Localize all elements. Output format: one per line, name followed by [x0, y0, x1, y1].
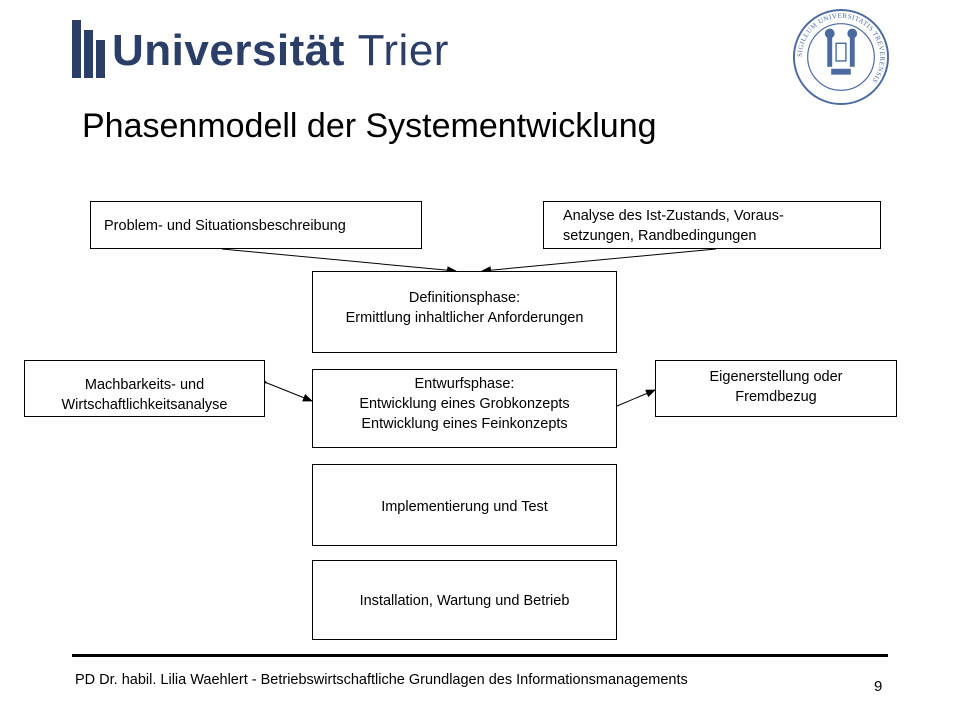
logo-text-bold: Universität	[112, 26, 345, 75]
footer-divider	[72, 654, 888, 657]
box-machbarkeit: Machbarkeits- und Wirtschaftlichkeitsana…	[24, 360, 265, 417]
box-analyse: Analyse des Ist-Zustands, Voraus- setzun…	[543, 201, 881, 249]
page-title: Phasenmodell der Systementwicklung	[82, 107, 657, 145]
logo-text: Universität Trier	[112, 26, 449, 76]
arrow-analyse-to-definition	[481, 248, 717, 275]
definition-line-2: Ermittlung inhaltlicher Anforderungen	[345, 310, 584, 326]
eigen-line-1: Eigenerstellung oder	[709, 369, 843, 385]
box-definitionsphase: Definitionsphase: Ermittlung inhaltliche…	[312, 271, 617, 353]
box-entwurfsphase: Entwurfsphase: Entwicklung eines Grobkon…	[312, 369, 617, 448]
arrow-machbarkeit-entwurf	[257, 375, 313, 402]
box-eigenerstellung: Eigenerstellung oder Fremdbezug	[655, 360, 897, 417]
analyse-line-1: Analyse des Ist-Zustands, Voraus-	[563, 208, 784, 224]
analyse-line-2: setzungen, Randbedingungen	[563, 228, 757, 244]
entwurf-line-1: Entwurfsphase:	[414, 376, 515, 392]
arrow-problem-to-definition	[221, 248, 457, 275]
problem-label: Problem- und Situationsbeschreibung	[104, 218, 346, 234]
box-implementierung: Implementierung und Test	[312, 464, 617, 546]
eigen-line-2: Fremdbezug	[735, 389, 817, 405]
logo-mark-icon	[72, 20, 105, 78]
box-problem: Problem- und Situationsbeschreibung	[90, 201, 422, 249]
page-number: 9	[874, 678, 883, 695]
machbarkeit-line-2: Wirtschaftlichkeitsanalyse	[61, 397, 228, 413]
implementierung-label: Implementierung und Test	[381, 499, 548, 515]
logo-text-light: Trier	[357, 26, 449, 75]
box-installation: Installation, Wartung und Betrieb	[312, 560, 617, 640]
machbarkeit-line-1: Machbarkeits- und	[84, 377, 205, 393]
definition-line-1: Definitionsphase:	[408, 290, 521, 306]
university-logo: Universität Trier	[72, 14, 448, 82]
footer-text: PD Dr. habil. Lilia Waehlert - Betriebsw…	[75, 672, 688, 688]
arrow-entwurf-eigenerstellung	[607, 389, 656, 414]
installation-label: Installation, Wartung und Betrieb	[359, 593, 570, 609]
entwurf-line-3: Entwicklung eines Feinkonzepts	[361, 416, 568, 432]
entwurf-line-2: Entwicklung eines Grobkonzepts	[359, 396, 570, 412]
university-seal-icon: SIGILLUM UNIVERSITATIS TREVERENSIS	[792, 8, 890, 106]
